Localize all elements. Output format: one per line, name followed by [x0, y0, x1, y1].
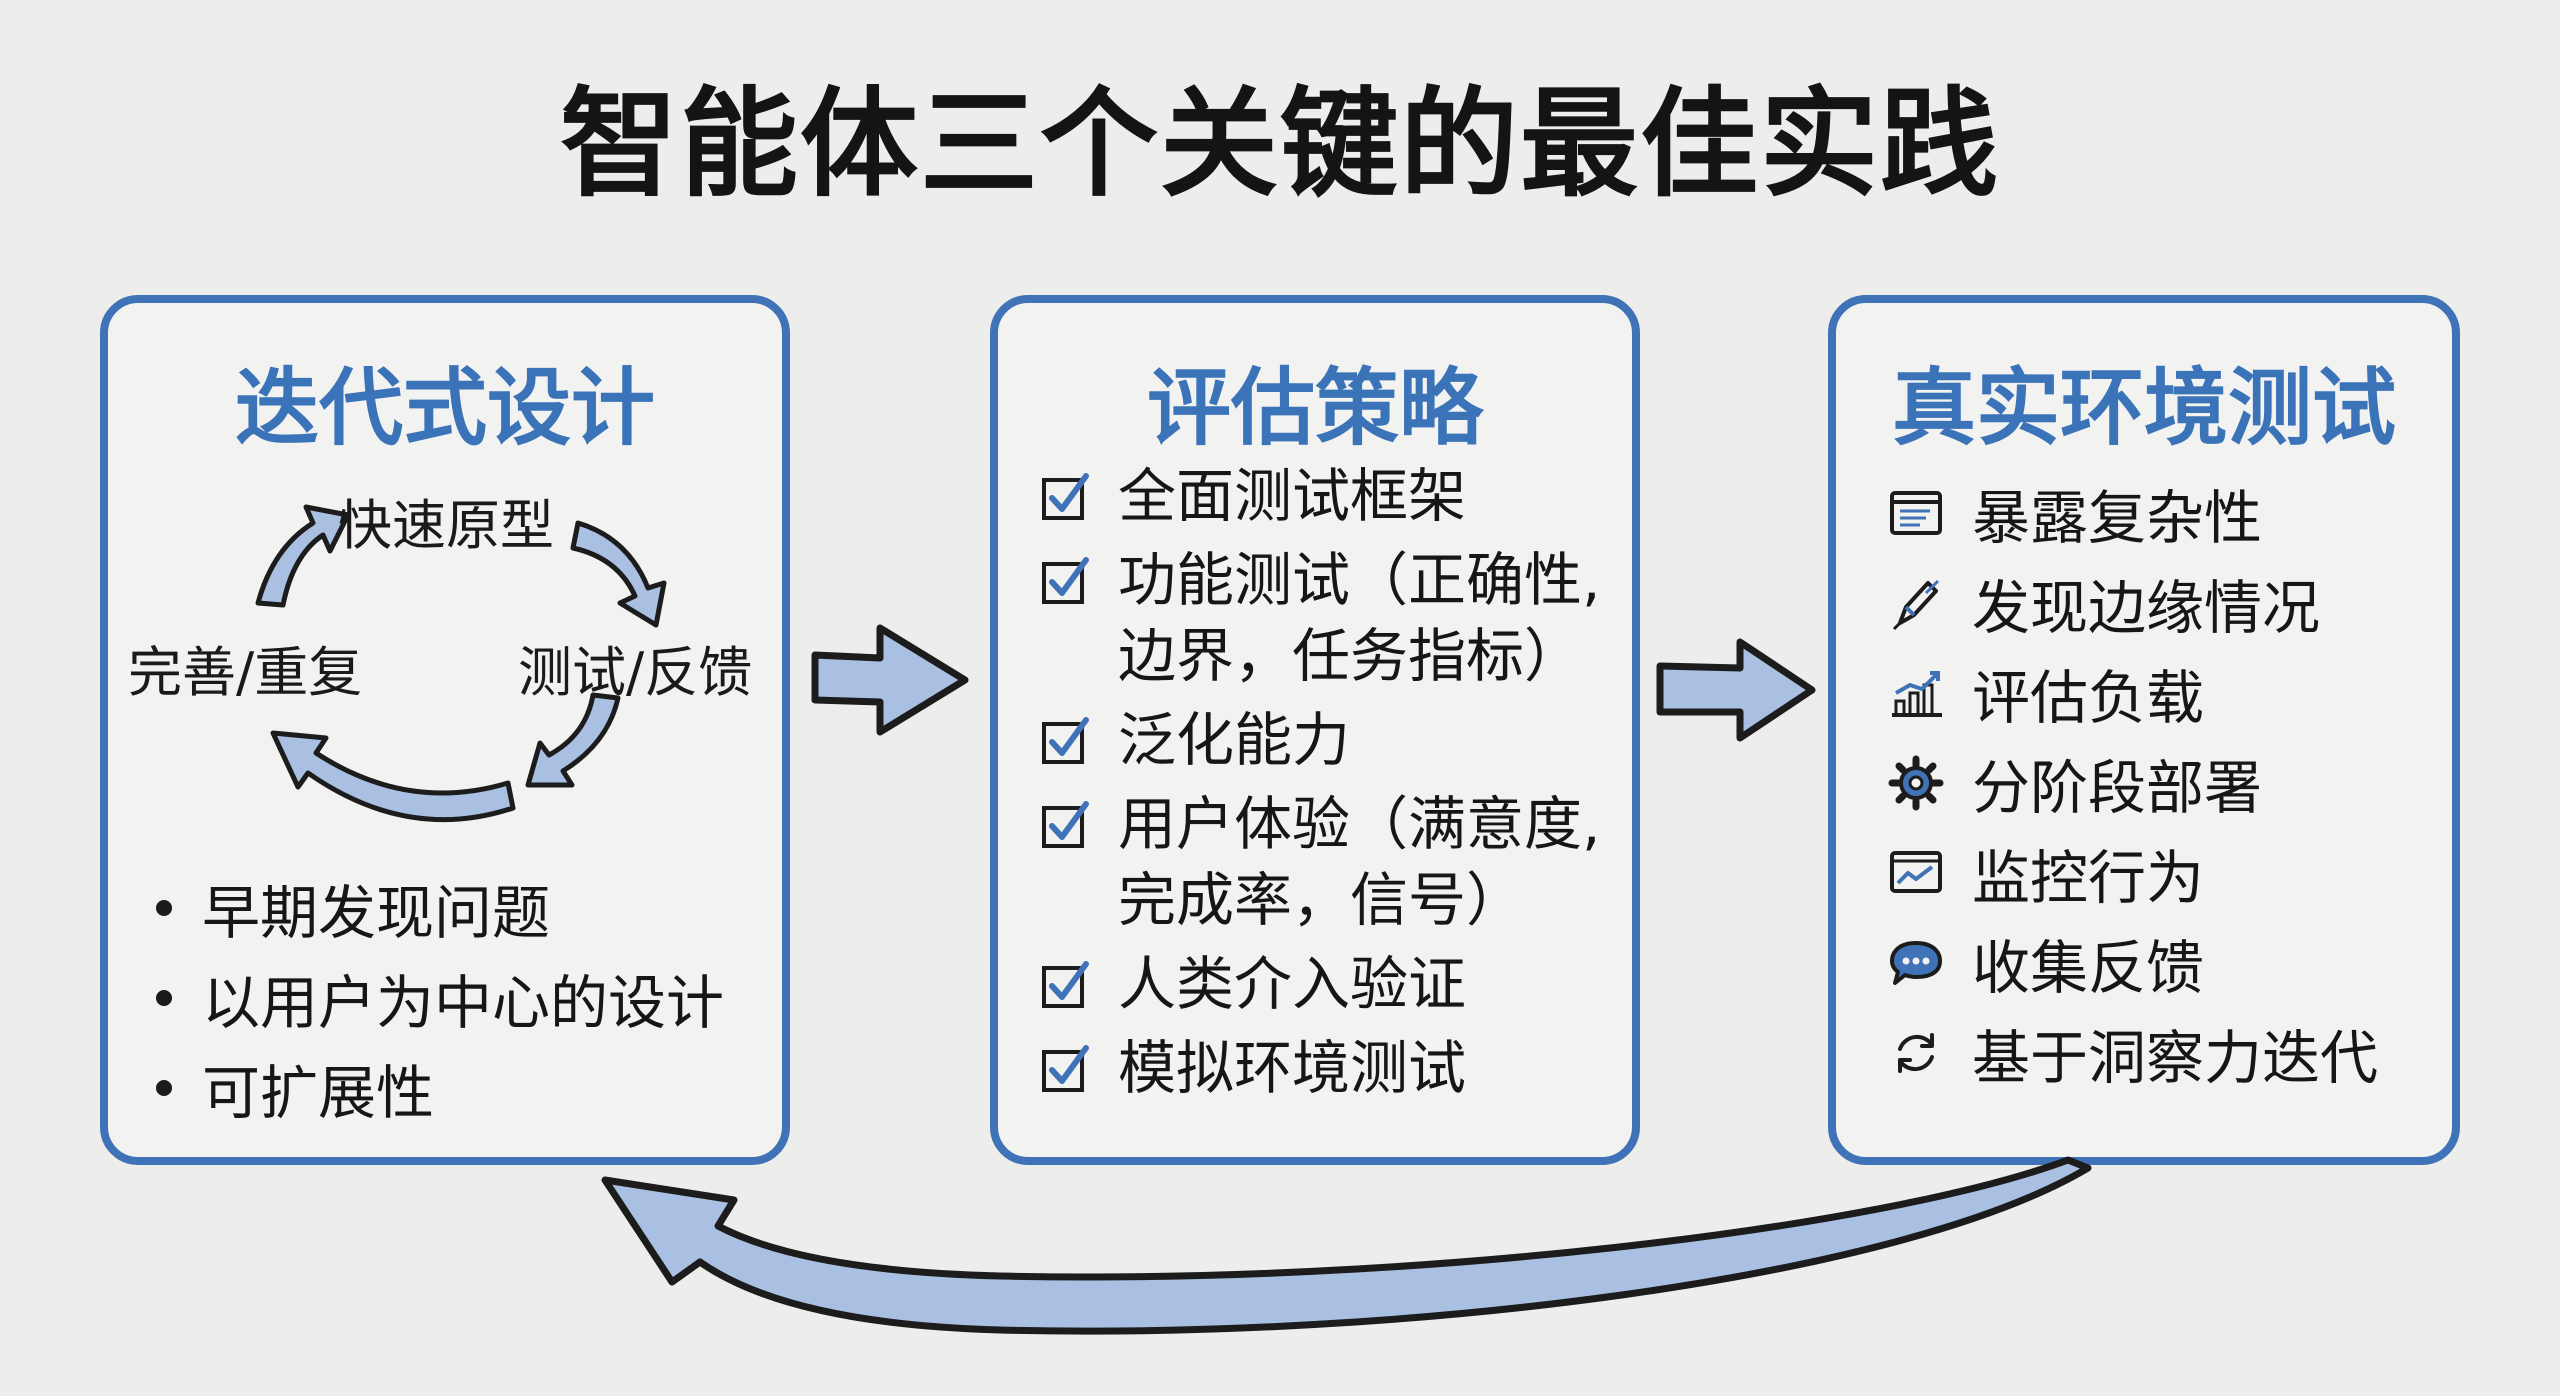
cycle-arrow-down: [525, 692, 621, 788]
checklist-item: 全面测试框架: [1040, 458, 1600, 534]
list-item: 基于洞察力迭代: [1886, 1008, 2378, 1098]
real-testing-list: 暴露复杂性 发现边缘情况 评估负载 分阶段部署 监控行为 收集反馈 基于洞察力迭…: [1886, 468, 2378, 1098]
cycle-arrow-right: [570, 520, 667, 628]
benefits-list: 早期发现问题 以用户为中心的设计 可扩展性: [156, 863, 724, 1133]
item-label: 暴露复杂性: [1972, 484, 2263, 552]
checklist-item: 泛化能力: [1040, 702, 1600, 778]
checkbox-icon: [1042, 473, 1089, 520]
bullet-dot: [156, 1080, 172, 1096]
flow-arrow-2-to-3: [1656, 638, 1816, 742]
checklist-label: 全面测试框架: [1118, 462, 1467, 530]
list-item: 以用户为中心的设计: [156, 953, 724, 1043]
list-item: 可扩展性: [156, 1043, 724, 1133]
page-title: 智能体三个关键的最佳实践: [559, 75, 2000, 213]
real-environment-testing-panel: 真实环境测试 暴露复杂性 发现边缘情况 评估负载 分阶段部署 监控行为 收集反馈: [1828, 295, 2460, 1165]
gear-icon: [1888, 755, 1944, 811]
checklist-item: 模拟环境测试: [1040, 1030, 1600, 1106]
panel-title: 真实环境测试: [1891, 359, 2396, 457]
checklist-item: 功能测试（正确性, 边界，任务指标）: [1040, 542, 1600, 694]
window-icon: [1890, 491, 1942, 535]
checklist-item: 人类介入验证: [1040, 946, 1600, 1022]
item-label: 基于洞察力迭代: [1972, 1024, 2379, 1092]
cycle-label-test-feedback: 测试/反馈: [518, 641, 753, 704]
list-item: 分阶段部署: [1886, 738, 2378, 828]
bullet-label: 可扩展性: [202, 1059, 435, 1127]
checkbox-icon: [1042, 717, 1089, 764]
loop-back-arrow: [601, 1156, 2092, 1335]
list-item: 发现边缘情况: [1886, 558, 2378, 648]
item-label: 分阶段部署: [1972, 754, 2263, 822]
item-label: 监控行为: [1972, 844, 2205, 912]
cycle-arrow-left: [270, 730, 516, 823]
checklist-label: 功能测试（正确性, 边界，任务指标）: [1118, 546, 1601, 690]
bullet-dot: [156, 990, 172, 1006]
panel-title: 迭代式设计: [234, 359, 655, 457]
bullet-dot: [156, 900, 172, 916]
bullet-label: 以用户为中心的设计: [202, 969, 725, 1037]
item-label: 发现边缘情况: [1972, 574, 2321, 642]
checklist-item: 用户体验（满意度, 完成率，信号）: [1040, 786, 1600, 938]
item-label: 评估负载: [1972, 664, 2205, 732]
checkbox-icon: [1042, 557, 1089, 604]
refresh-icon: [1898, 1033, 1934, 1073]
list-item: 收集反馈: [1886, 918, 2378, 1008]
cycle-label-prototype: 快速原型: [338, 494, 554, 557]
list-item: 暴露复杂性: [1886, 468, 2378, 558]
bullet-label: 早期发现问题: [202, 879, 551, 947]
item-label: 收集反馈: [1972, 934, 2205, 1002]
list-item: 评估负载: [1886, 648, 2378, 738]
list-item: 早期发现问题: [156, 863, 724, 953]
checklist-label: 人类介入验证: [1118, 950, 1467, 1018]
flow-arrow-1-to-2: [811, 624, 969, 736]
bar-chart-icon: [1892, 671, 1942, 717]
list-item: 监控行为: [1886, 828, 2378, 918]
pen-icon: [1892, 579, 1940, 631]
checkbox-icon: [1042, 961, 1089, 1008]
evaluation-checklist: 全面测试框架 功能测试（正确性, 边界，任务指标） 泛化能力 用户体验（满意度,…: [1040, 458, 1600, 1114]
cycle-arrow-up: [255, 504, 351, 608]
checkbox-icon: [1042, 801, 1089, 848]
cycle-label-refine-repeat: 完善/重复: [128, 641, 363, 704]
chat-bubble-icon: [1890, 941, 1942, 985]
checkbox-icon: [1042, 1045, 1089, 1092]
panel-title: 评估策略: [1146, 359, 1483, 457]
evaluation-strategy-panel: 评估策略 全面测试框架 功能测试（正确性, 边界，任务指标） 泛化能力 用户体验…: [990, 295, 1640, 1165]
checklist-label: 用户体验（满意度, 完成率，信号）: [1118, 790, 1601, 934]
iterative-design-panel: 迭代式设计 快速原型 测试/反馈 完善/重复 早期发现问题 以用户为中心的设计 …: [100, 295, 790, 1165]
checklist-label: 模拟环境测试: [1118, 1034, 1467, 1102]
checklist-label: 泛化能力: [1118, 706, 1351, 774]
monitor-chart-icon: [1890, 851, 1942, 893]
